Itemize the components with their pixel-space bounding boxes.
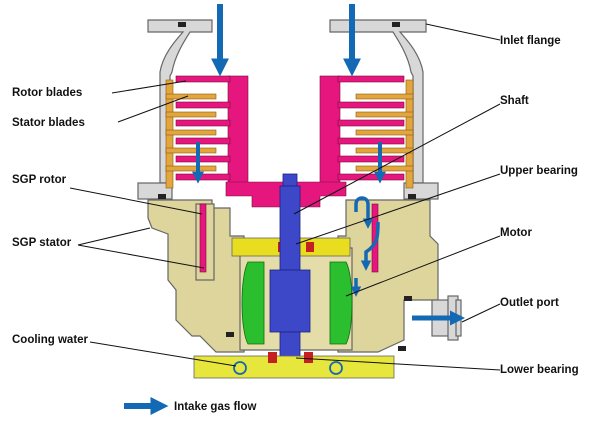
flange-seal-left bbox=[178, 22, 186, 27]
base-right bbox=[337, 199, 439, 353]
legend: Intake gas flow bbox=[124, 397, 256, 415]
stator-blade bbox=[165, 111, 217, 118]
label-motor: Motor bbox=[500, 227, 532, 239]
cooling-water-channel bbox=[233, 361, 247, 375]
stator-blades bbox=[165, 79, 414, 189]
legend-intake-gas-flow: Intake gas flow bbox=[174, 401, 256, 413]
rotor bbox=[175, 75, 405, 208]
stator-blade bbox=[355, 147, 414, 154]
seal-mark bbox=[226, 332, 234, 337]
stator-blade bbox=[165, 93, 217, 100]
leader-sgp-rotor bbox=[69, 187, 203, 215]
shaft-cap bbox=[282, 173, 298, 187]
lower-bearing-accent bbox=[268, 352, 277, 363]
leader-shaft bbox=[293, 103, 501, 215]
rotor-hub bbox=[227, 75, 249, 193]
rotor-blade bbox=[175, 173, 231, 181]
rotor-blade bbox=[175, 137, 231, 145]
rotor-blade bbox=[337, 137, 405, 145]
leader-inlet-flange bbox=[425, 23, 501, 41]
leader-motor bbox=[345, 235, 501, 297]
stator-blade bbox=[355, 165, 414, 172]
label-rotor-blades: Rotor blades bbox=[12, 87, 82, 99]
stator-blade bbox=[165, 147, 217, 154]
leader-cooling-water bbox=[89, 341, 237, 367]
cooling-base-plate bbox=[193, 355, 395, 379]
label-sgp-rotor: SGP rotor bbox=[12, 174, 67, 186]
label-cooling-water: Cooling water bbox=[12, 334, 89, 346]
upper-housing bbox=[137, 19, 439, 200]
sgp-flow-arrow bbox=[360, 221, 380, 271]
motor bbox=[241, 261, 353, 345]
rotor-blade bbox=[175, 119, 231, 127]
stator-blade bbox=[165, 165, 217, 172]
cooling-base bbox=[193, 352, 395, 379]
shaft-upper bbox=[279, 185, 301, 271]
motor-coil bbox=[329, 261, 353, 345]
rotor-blade bbox=[175, 101, 231, 109]
stator-blade bbox=[355, 93, 414, 100]
sgp-rotor-sleeve bbox=[199, 203, 207, 273]
shaft bbox=[269, 173, 311, 369]
rotor-blade bbox=[337, 119, 405, 127]
stator-blade bbox=[355, 129, 414, 136]
rotor-blade bbox=[337, 101, 405, 109]
rotor-blade bbox=[175, 155, 231, 163]
sgp-flow-arrow bbox=[354, 196, 374, 229]
upper-bearing-accent bbox=[306, 242, 314, 252]
leader-sgp-stator-1 bbox=[77, 227, 151, 246]
motor-coil bbox=[241, 261, 265, 345]
rotor-blade bbox=[337, 75, 405, 83]
leader-sgp-stator-2 bbox=[77, 244, 205, 269]
stator-blade bbox=[165, 129, 217, 136]
leader-rotor-blades bbox=[111, 80, 187, 94]
shaft-rotor-core bbox=[269, 269, 311, 333]
leader-stator-blades bbox=[117, 95, 189, 123]
leader-lines bbox=[69, 23, 501, 371]
rotor-blade bbox=[175, 75, 231, 83]
label-upper-bearing: Upper bearing bbox=[500, 165, 578, 177]
label-shaft: Shaft bbox=[500, 95, 529, 107]
rotor-blade bbox=[337, 173, 405, 181]
leader-upper-bearing bbox=[295, 173, 501, 245]
label-lower-bearing: Lower bearing bbox=[500, 364, 579, 376]
rotor-hub bbox=[319, 75, 341, 193]
gas-flow-arrows bbox=[192, 4, 465, 326]
seal-mark bbox=[408, 194, 416, 199]
label-inlet-flange: Inlet flange bbox=[500, 35, 561, 47]
labels: Inlet flange Rotor blades Stator blades … bbox=[12, 35, 579, 376]
seal-mark bbox=[398, 346, 406, 351]
leader-lower-bearing bbox=[295, 357, 501, 371]
cooling-water-channel bbox=[329, 361, 343, 375]
stator-blade bbox=[355, 111, 414, 118]
seal-mark bbox=[404, 296, 412, 301]
label-sgp-stator: SGP stator bbox=[12, 237, 72, 249]
flange-seal-right bbox=[392, 22, 400, 27]
leader-outlet-port bbox=[461, 303, 501, 323]
lower-bearing-accent bbox=[304, 352, 313, 363]
rotor-blade bbox=[337, 155, 405, 163]
label-stator-blades: Stator blades bbox=[12, 117, 85, 129]
seal-mark bbox=[158, 194, 166, 199]
label-outlet-port: Outlet port bbox=[500, 297, 559, 309]
